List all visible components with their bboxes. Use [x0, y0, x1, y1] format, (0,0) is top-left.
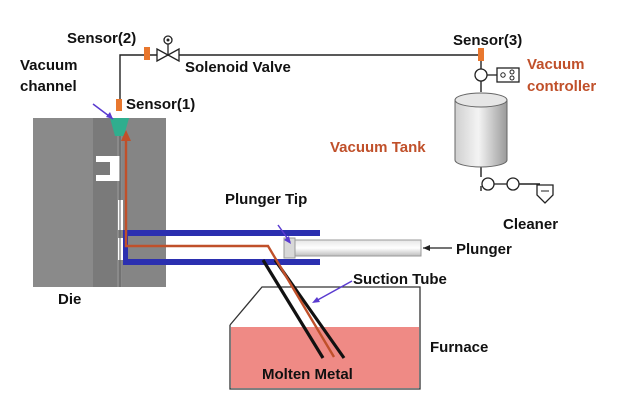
- vacuum-line: [119, 54, 540, 191]
- vacuum-flow-path: [124, 140, 336, 358]
- sensor-3-label: Sensor(3): [453, 32, 522, 49]
- suction-tube-pointer: [313, 280, 353, 303]
- furnace-label: Furnace: [430, 339, 488, 356]
- die-block: [33, 118, 166, 287]
- shot-sleeve: [123, 230, 320, 265]
- plunger-rod: [283, 237, 422, 259]
- suction-tube-label: Suction Tube: [353, 271, 447, 288]
- cleaner-icon: [536, 184, 554, 204]
- vacuum-channel-shape: [110, 118, 129, 136]
- sensor-3-marker: [478, 48, 484, 61]
- sensor-1-label: Sensor(1): [126, 96, 195, 113]
- die-label: Die: [58, 291, 81, 308]
- vacuum-tank-icon: [454, 92, 508, 168]
- plunger-tip-label: Plunger Tip: [225, 191, 307, 208]
- sensor-2-label: Sensor(2): [67, 30, 136, 47]
- plunger-label: Plunger: [456, 241, 512, 258]
- cleaner-label: Cleaner: [503, 216, 558, 233]
- solenoid-valve-label: Solenoid Valve: [185, 59, 291, 76]
- furnace: [229, 286, 421, 390]
- sensor-2-marker: [144, 47, 150, 60]
- vacuum-controller-icon: [474, 67, 520, 83]
- molten-metal-label: Molten Metal: [262, 366, 353, 383]
- vacuum-controller-label-line2: controller: [527, 78, 596, 95]
- tank-drain-valve-icon: [481, 177, 520, 191]
- flow-arrow: [121, 130, 131, 141]
- vacuum-channel-label-line1: Vacuum: [20, 57, 78, 74]
- vacuum-channel-label-line2: channel: [20, 78, 77, 95]
- sensor-1-marker: [116, 99, 122, 111]
- vacuum-tank-label: Vacuum Tank: [330, 139, 426, 156]
- vacuum-controller-label-line1: Vacuum: [527, 56, 585, 73]
- solenoid-valve-icon: [156, 35, 180, 63]
